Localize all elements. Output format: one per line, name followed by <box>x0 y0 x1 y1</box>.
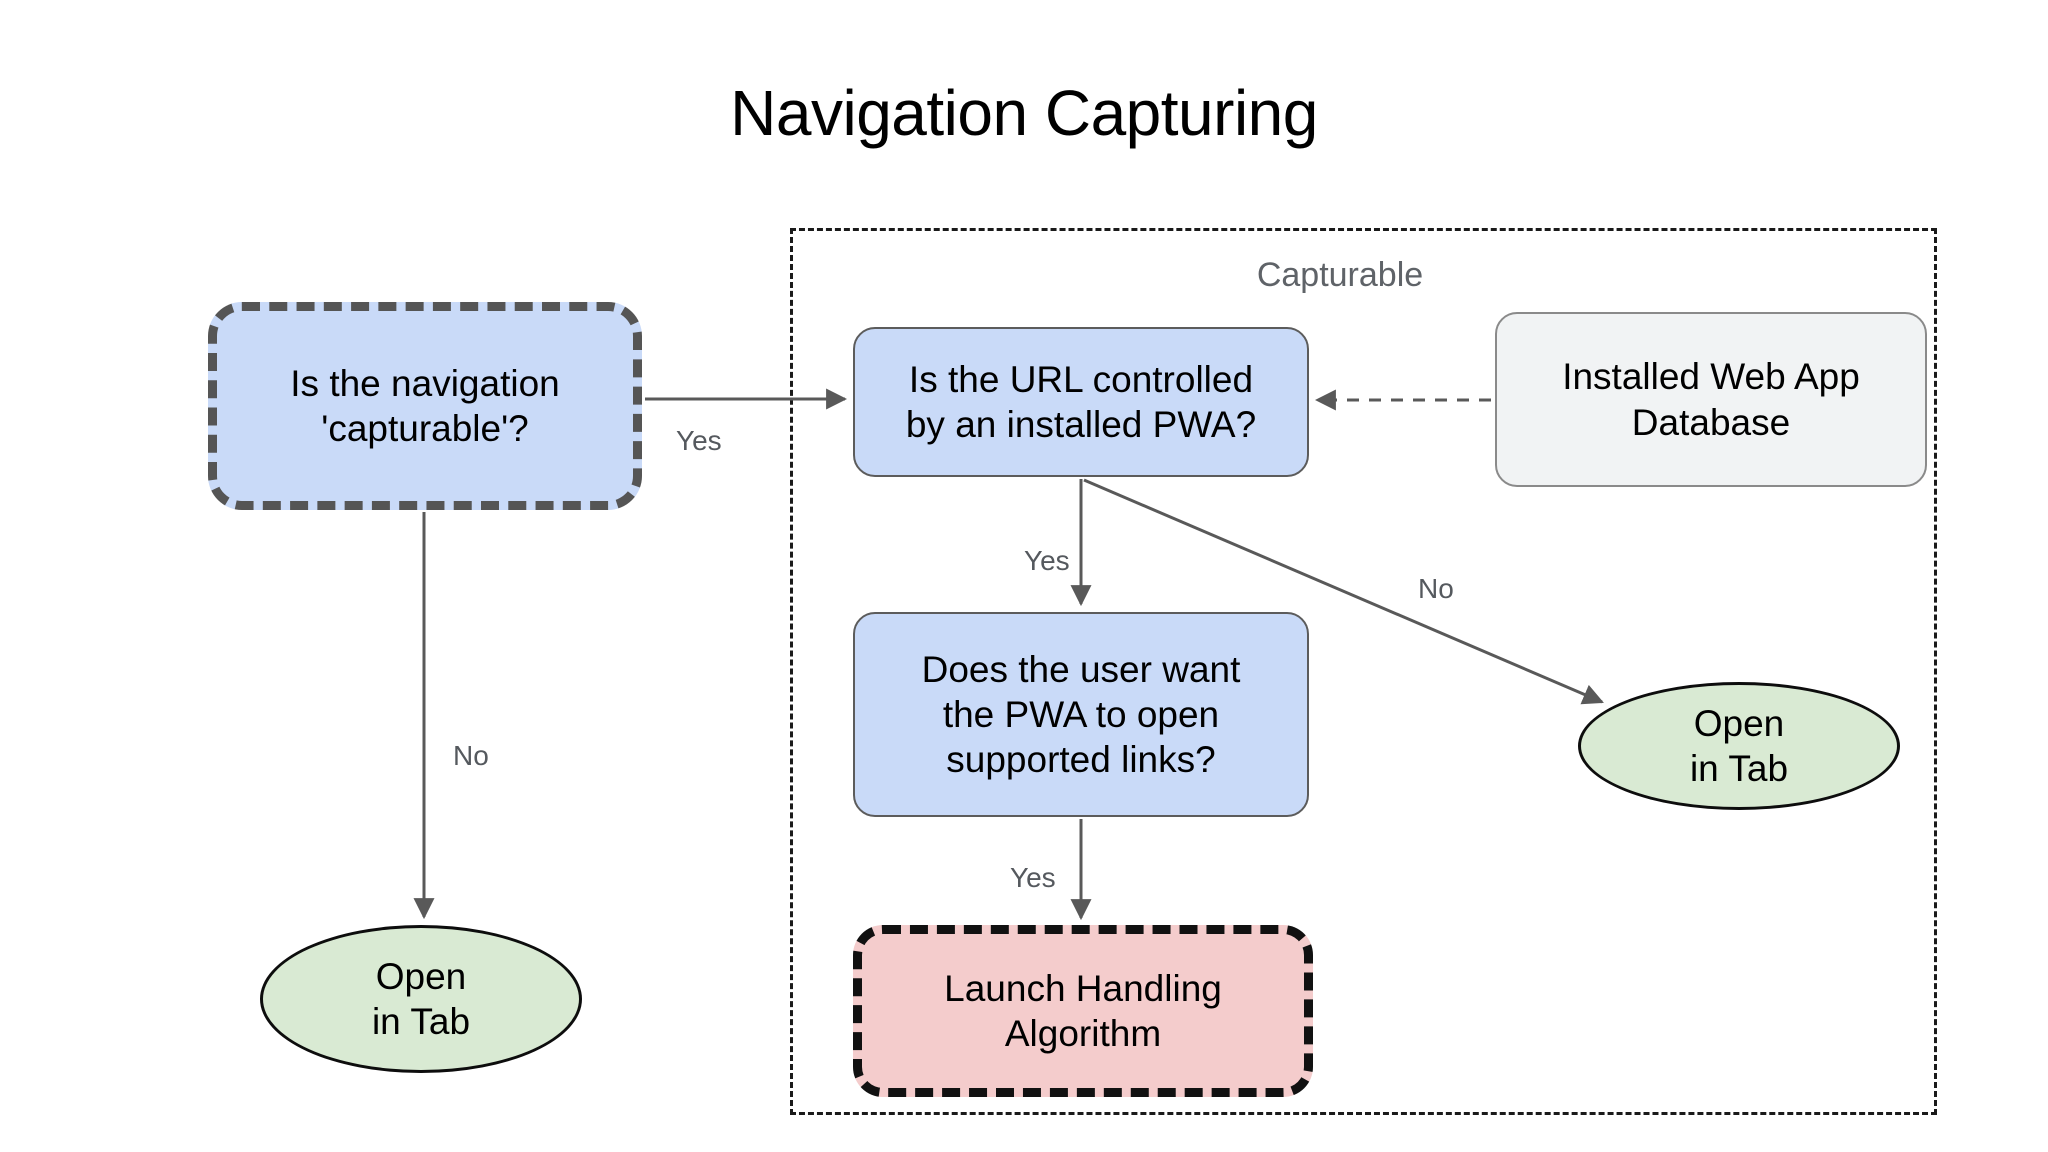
edge-label-url-no: No <box>1418 573 1454 604</box>
node-launch-handling-algorithm[interactable]: Launch Handling Algorithm <box>853 925 1313 1097</box>
node-open-in-tab-right[interactable]: Open in Tab <box>1578 682 1900 810</box>
node-label: Does the user want the PWA to open suppo… <box>921 648 1241 781</box>
page-title: Navigation Capturing <box>730 77 1318 149</box>
node-does-user-want-pwa[interactable]: Does the user want the PWA to open suppo… <box>853 612 1309 817</box>
node-label: Open in Tab <box>371 955 471 1042</box>
node-installed-web-app-database[interactable]: Installed Web App Database <box>1495 312 1927 487</box>
node-is-url-controlled[interactable]: Is the URL controlled by an installed PW… <box>853 327 1309 477</box>
edge-label-capturable-yes: Yes <box>676 425 722 456</box>
node-label: Open in Tab <box>1689 702 1789 789</box>
edge-label-user-want-yes: Yes <box>1010 862 1056 893</box>
edge-label-capturable-no: No <box>453 740 489 771</box>
capturable-group-container <box>790 228 1937 1115</box>
node-label: Is the URL controlled by an installed PW… <box>905 358 1257 445</box>
node-label: Launch Handling Algorithm <box>944 967 1222 1054</box>
capturable-group-label: Capturable <box>1256 256 1424 294</box>
node-label: Is the navigation 'capturable'? <box>290 362 560 449</box>
edge-label-url-yes: Yes <box>1024 545 1070 576</box>
node-label: Installed Web App Database <box>1562 356 1860 443</box>
node-is-navigation-capturable[interactable]: Is the navigation 'capturable'? <box>208 302 642 510</box>
node-open-in-tab-left[interactable]: Open in Tab <box>260 925 582 1073</box>
